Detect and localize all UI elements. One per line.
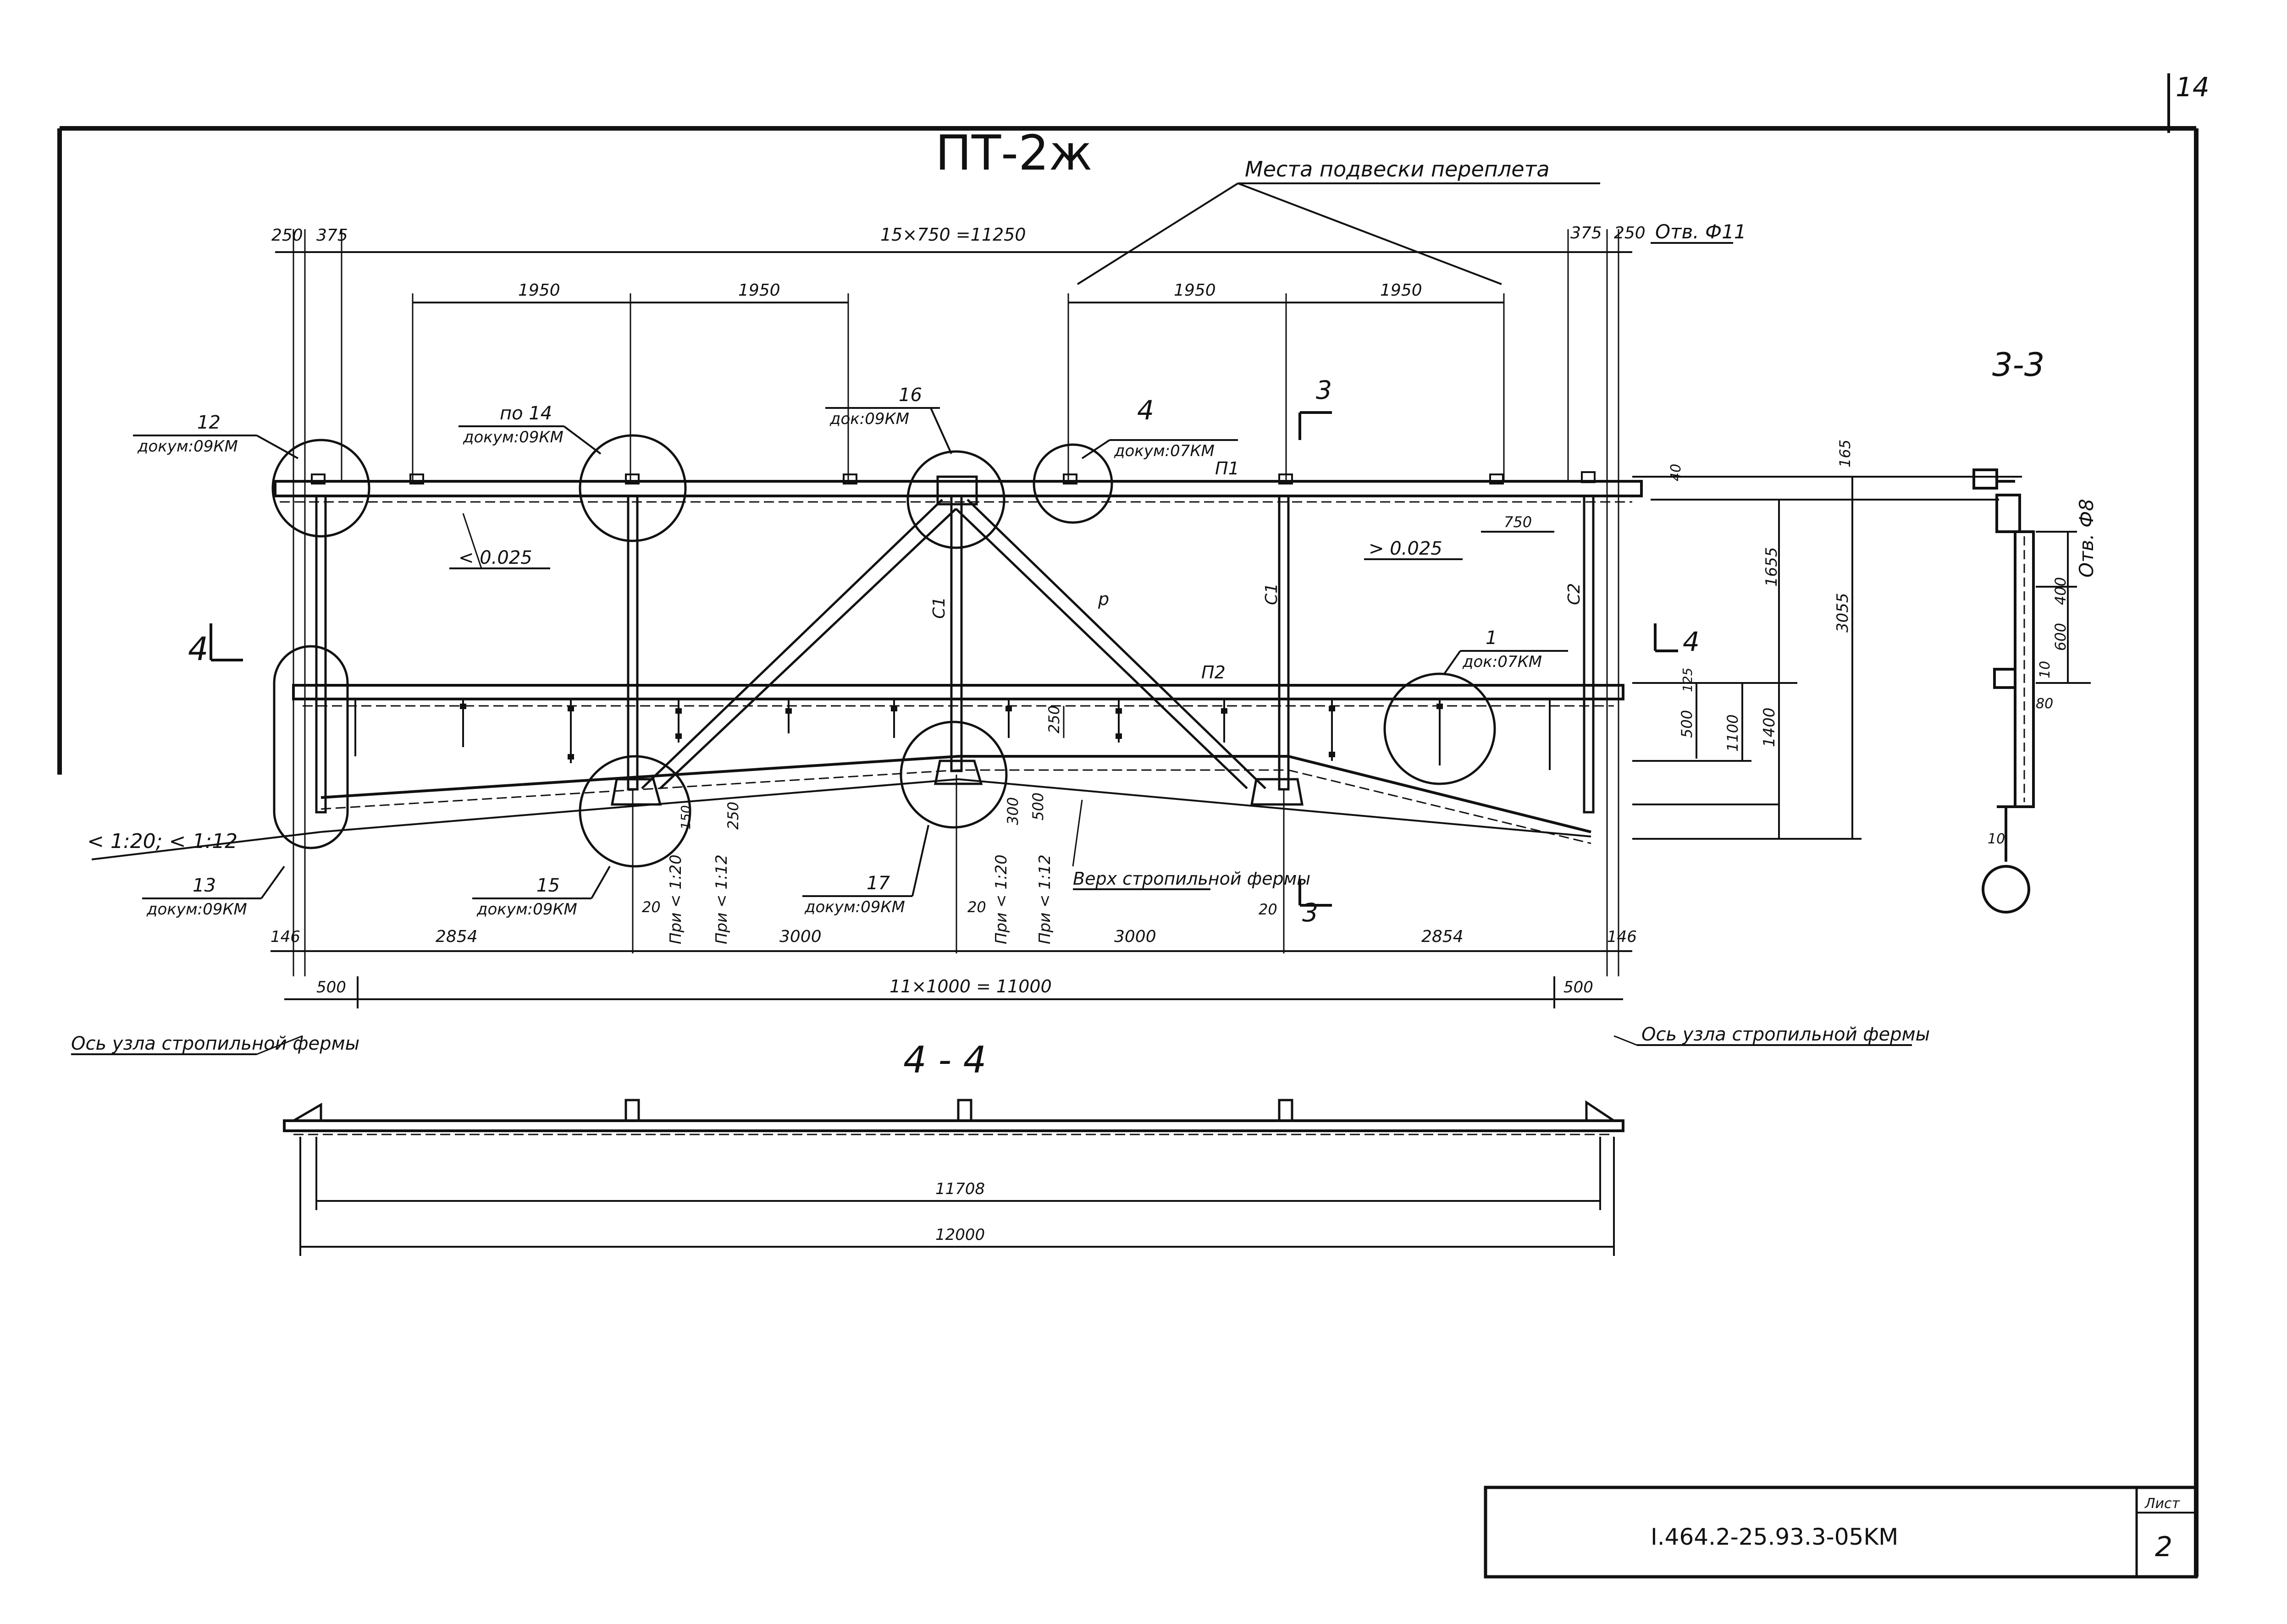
section-3-top: 3: [1316, 375, 1332, 405]
slope-120-left: При < 1:20: [667, 854, 685, 944]
callout-4: 4: [1137, 395, 1154, 426]
dim-250-inner: 250: [1045, 705, 1063, 733]
section-4-left: 4: [188, 630, 209, 668]
callout-17: 17: [867, 873, 890, 894]
callout-15-doc: докум:09КМ: [476, 900, 577, 919]
dim-300: 300: [1004, 797, 1022, 825]
dim-2854-left: 2854: [436, 927, 478, 946]
dim-overall-bottom: 11×1000 = 11000: [889, 976, 1052, 996]
axis-left-label: Ось узла стропильной фермы: [71, 1033, 359, 1054]
dim-3000-a: 3000: [779, 927, 822, 946]
section-4-4-title: 4 - 4: [903, 1039, 987, 1081]
list-number: 2: [2155, 1531, 2172, 1563]
member-c2: С2: [1565, 583, 1584, 605]
callout-12: 12: [197, 412, 221, 433]
dim-11708: 11708: [935, 1180, 985, 1198]
dim-750: 750: [1504, 513, 1532, 531]
dim-146-left: 146: [271, 928, 300, 946]
dim-150: 150: [678, 805, 693, 830]
dim-20-b: 20: [967, 898, 986, 916]
callout-15: 15: [536, 875, 560, 896]
dim-1950-a: 1950: [518, 281, 560, 300]
dim-12000: 12000: [935, 1226, 985, 1244]
dim-10-a: 10: [2037, 661, 2053, 678]
member-c1-right: С1: [1262, 583, 1281, 605]
list-label: Лист: [2144, 1496, 2181, 1512]
slope-112-left: При < 1:12: [713, 854, 731, 944]
callout-17-doc: докум:09КМ: [804, 898, 905, 916]
truss-title: ПТ-2ж: [935, 125, 1092, 181]
dim-125: 125: [1680, 668, 1695, 692]
slope-120-mid: При < 1:20: [992, 854, 1011, 944]
section-4-4: 4 - 4 11708 12000: [283, 1039, 1624, 1256]
dim-1400: 1400: [1760, 707, 1779, 747]
dim-1950-d: 1950: [1380, 281, 1422, 300]
hang-places-label: Места подвески переплета: [1245, 157, 1550, 182]
member-p1: П1: [1215, 458, 1239, 479]
callout-16-doc: док:09КМ: [829, 410, 909, 428]
title-block: I.464.2-25.93.3-05KM Лист 2: [1484, 1486, 2198, 1579]
drawing-code: I.464.2-25.93.3-05KM: [1651, 1524, 1898, 1550]
page-number: 14: [2176, 72, 2210, 103]
dim-80: 80: [2036, 696, 2053, 712]
dim-3000-b: 3000: [1114, 927, 1156, 946]
section-4-right: 4: [1683, 626, 1700, 657]
member-p: р: [1098, 589, 1109, 609]
dim-375-left: 375: [316, 226, 348, 245]
dim-250-b: 250: [724, 802, 742, 830]
callout-14: по 14: [500, 403, 552, 424]
truss-elevation: ПТ-2ж Места подвески переплета 250 375 1…: [71, 125, 2022, 1055]
dim-500-inner: 500: [1029, 793, 1047, 820]
section-3-3-title: 3-3: [1992, 346, 2044, 384]
axis-right-label: Ось узла стропильной фермы: [1641, 1024, 1930, 1045]
slope-left: < 0.025: [459, 547, 532, 568]
slope-112-mid: При < 1:12: [1036, 854, 1054, 944]
callout-1-doc: док:07КМ: [1462, 653, 1542, 671]
callout-4-doc: докум:07КМ: [1114, 442, 1215, 460]
dim-1100: 1100: [1724, 715, 1741, 752]
callout-13-doc: докум:09КМ: [146, 900, 247, 919]
hole-11-label: Отв. Ф11: [1655, 220, 1746, 243]
dim-1950-c: 1950: [1174, 281, 1216, 300]
dim-20-a: 20: [642, 898, 661, 916]
dim-1950-b: 1950: [738, 281, 780, 300]
hole-8-label: Отв. Ф8: [2075, 499, 2098, 578]
section-3-bottom: 3: [1302, 898, 1318, 927]
dim-10-b: 10: [1988, 831, 2005, 847]
dim-146-right: 146: [1607, 928, 1637, 946]
dim-600: 600: [2052, 623, 2069, 651]
dim-3055: 3055: [1834, 593, 1852, 633]
dim-500-bottom-left: 500: [316, 978, 346, 996]
dim-250-left: 250: [271, 226, 303, 245]
dim-500-right: 500: [1678, 710, 1696, 738]
dim-1655: 1655: [1762, 547, 1781, 587]
section-3-3: 3-3 Отв. Ф8 400 600 10 80 10: [1972, 346, 2098, 914]
callout-14-doc: докум:09КМ: [463, 428, 563, 446]
sheet-frame: 14: [57, 72, 2210, 1577]
slope-right: > 0.025: [1369, 538, 1442, 559]
dim-20-c: 20: [1259, 901, 1277, 918]
callout-16: 16: [899, 385, 922, 406]
dim-165: 165: [1836, 440, 1854, 468]
member-c1-left: С1: [930, 597, 949, 619]
callout-12-doc: докум:09КМ: [137, 437, 238, 456]
dim-overall-top: 15×750 =11250: [880, 225, 1026, 245]
slope-bottom: < 1:20; < 1:12: [87, 830, 238, 853]
callout-13: 13: [193, 875, 216, 896]
dim-400: 400: [2052, 577, 2069, 605]
callout-1: 1: [1486, 628, 1497, 649]
member-p2: П2: [1201, 662, 1226, 683]
dim-375-right: 375: [1570, 224, 1602, 242]
dim-500-bottom-right: 500: [1563, 978, 1593, 996]
dim-40: 40: [1668, 464, 1684, 481]
dim-2854-right: 2854: [1421, 927, 1464, 946]
roof-truss-top-label: Верх стропильной фермы: [1073, 869, 1310, 889]
